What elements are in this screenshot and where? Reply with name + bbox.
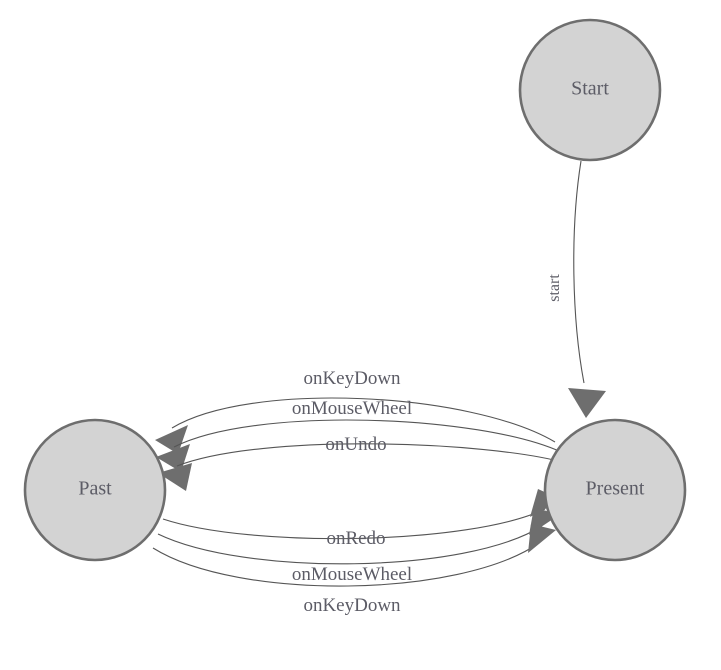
edge-label-down-3: onKeyDown <box>303 595 401 616</box>
edge-label-down-2: onMouseWheel <box>292 564 412 585</box>
edge-label-start: start <box>546 274 563 302</box>
arrowhead-into-present-start <box>568 388 606 418</box>
arrowhead-into-past-1 <box>155 425 188 454</box>
arrowhead-into-past-2 <box>156 444 190 472</box>
edge-down-1-path <box>162 508 546 540</box>
edge-start-path <box>573 160 585 384</box>
edge-past-to-present-keydown[interactable] <box>152 524 556 587</box>
node-start-label: Start <box>571 78 609 100</box>
node-past[interactable]: Past <box>23 418 167 562</box>
node-present-label: Present <box>586 478 645 500</box>
node-present[interactable]: Present <box>543 418 687 562</box>
edge-up-3-path <box>176 443 567 467</box>
arrowhead-into-present-3 <box>528 524 556 553</box>
edge-label-up-2: onMouseWheel <box>292 398 412 419</box>
edge-up-2-path <box>173 419 562 453</box>
edge-down-2-path <box>157 525 543 565</box>
edge-label-down-1: onRedo <box>326 528 385 549</box>
edge-label-up-3: onUndo <box>325 434 386 455</box>
node-past-label: Past <box>78 478 112 500</box>
node-present-circle <box>543 418 687 562</box>
edge-up-1-path <box>171 397 556 443</box>
node-past-circle <box>23 418 167 562</box>
edge-label-up-1: onKeyDown <box>303 368 401 389</box>
edge-present-to-past-mousewheel[interactable] <box>156 419 562 472</box>
edge-present-to-past-keydown[interactable] <box>155 397 556 454</box>
arrowhead-into-past-3 <box>158 463 192 491</box>
node-start-circle <box>518 18 662 162</box>
edge-start-to-present[interactable] <box>568 160 606 418</box>
edge-down-3-path <box>152 542 540 587</box>
edge-present-to-past-undo[interactable] <box>158 443 567 491</box>
node-start[interactable]: Start <box>518 18 662 162</box>
